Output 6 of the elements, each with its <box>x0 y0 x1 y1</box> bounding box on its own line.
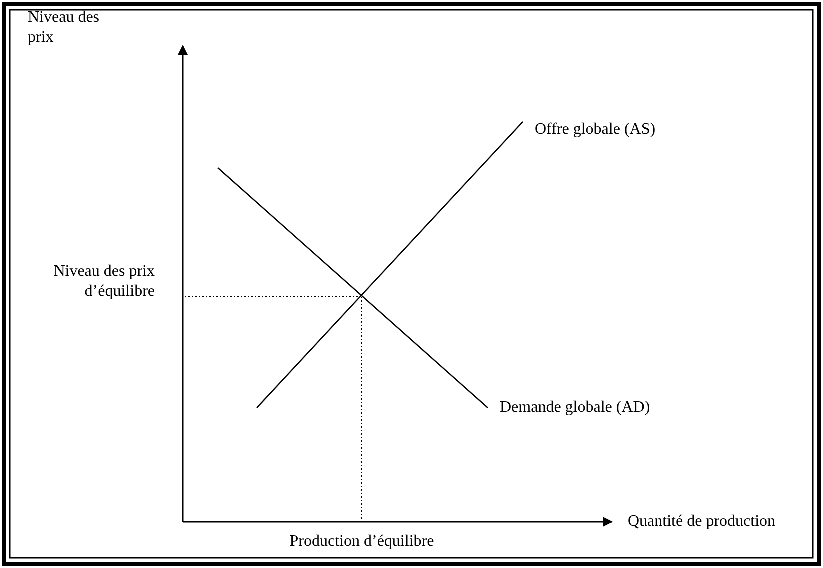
axis-label: Niveau des prix <box>28 8 101 48</box>
curve-label: Demande globale (AD) <box>500 398 652 418</box>
curve-label: Offre globale (AS) <box>535 120 657 140</box>
axis-value-label: Niveau des prix d’équilibre <box>52 262 155 302</box>
axis-value-label: Production d’équilibre <box>288 532 436 552</box>
axis-label: Quantité de production <box>628 512 777 532</box>
